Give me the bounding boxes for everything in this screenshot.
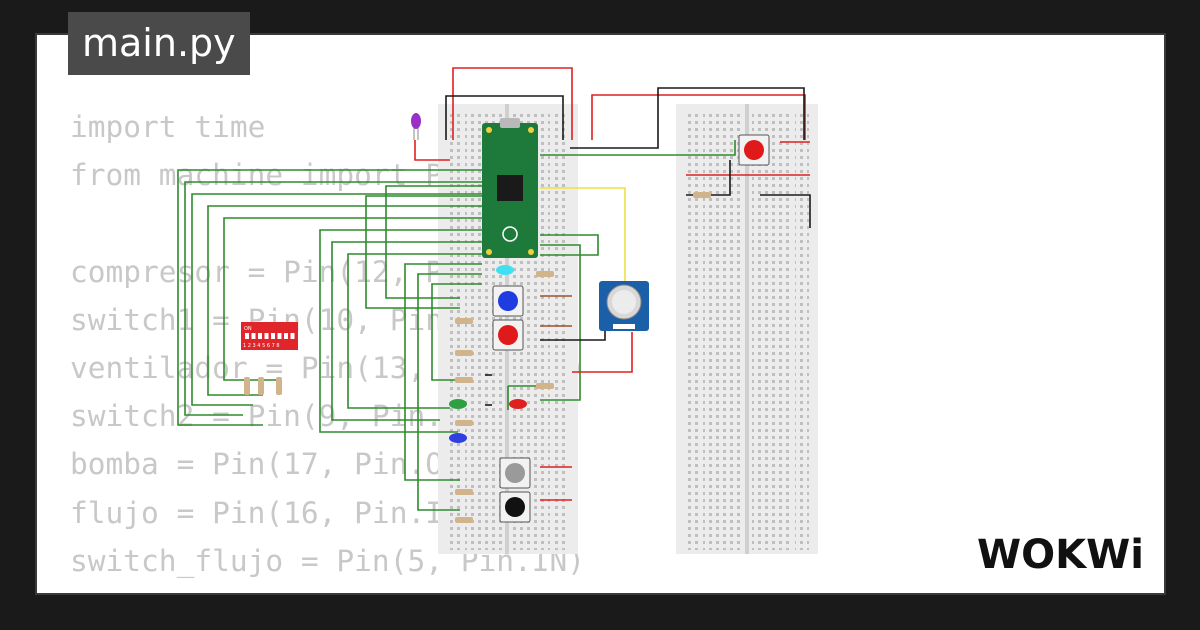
led-blue[interactable] xyxy=(449,433,467,443)
breadboard-right xyxy=(676,104,818,554)
dip-numbers-label: 1 2 3 4 5 6 7 8 xyxy=(243,343,280,349)
wires-red[interactable] xyxy=(414,67,810,501)
potentiometer-module[interactable] xyxy=(599,281,649,331)
code-line: bomba = Pin(17, Pin.OUT) xyxy=(70,447,497,482)
led-green[interactable] xyxy=(449,399,467,409)
code-line: alarma = Pin(4, Pin.OUT) xyxy=(70,585,585,593)
raspberry-pi-pico[interactable] xyxy=(482,118,538,258)
wokwi-logo-text: WOKWi xyxy=(977,532,1144,578)
pushbutton-blue[interactable] xyxy=(492,285,524,317)
wire-yellow[interactable] xyxy=(540,187,626,285)
pushbutton-black[interactable] xyxy=(499,491,531,523)
code-line: flujo = Pin(16, Pin.IN) xyxy=(70,495,479,530)
pushbutton-red-1[interactable] xyxy=(492,319,524,351)
pushbutton-red-2[interactable] xyxy=(738,134,770,166)
pushbutton-grey[interactable] xyxy=(499,457,531,489)
file-tab[interactable]: main.py xyxy=(68,12,250,75)
dip-on-label: ON xyxy=(244,326,252,332)
wires-brown[interactable] xyxy=(540,295,572,327)
led-purple[interactable] xyxy=(411,113,421,140)
led-cyan[interactable] xyxy=(496,265,514,275)
wires-green[interactable] xyxy=(177,140,736,511)
wokwi-logo: WOKWi xyxy=(977,532,1144,578)
dip-switch-8[interactable]: ON 1 2 3 4 5 6 7 8 xyxy=(241,322,298,350)
resistors[interactable] xyxy=(244,192,711,523)
code-line: import time xyxy=(70,110,266,144)
led-red[interactable] xyxy=(509,399,527,409)
